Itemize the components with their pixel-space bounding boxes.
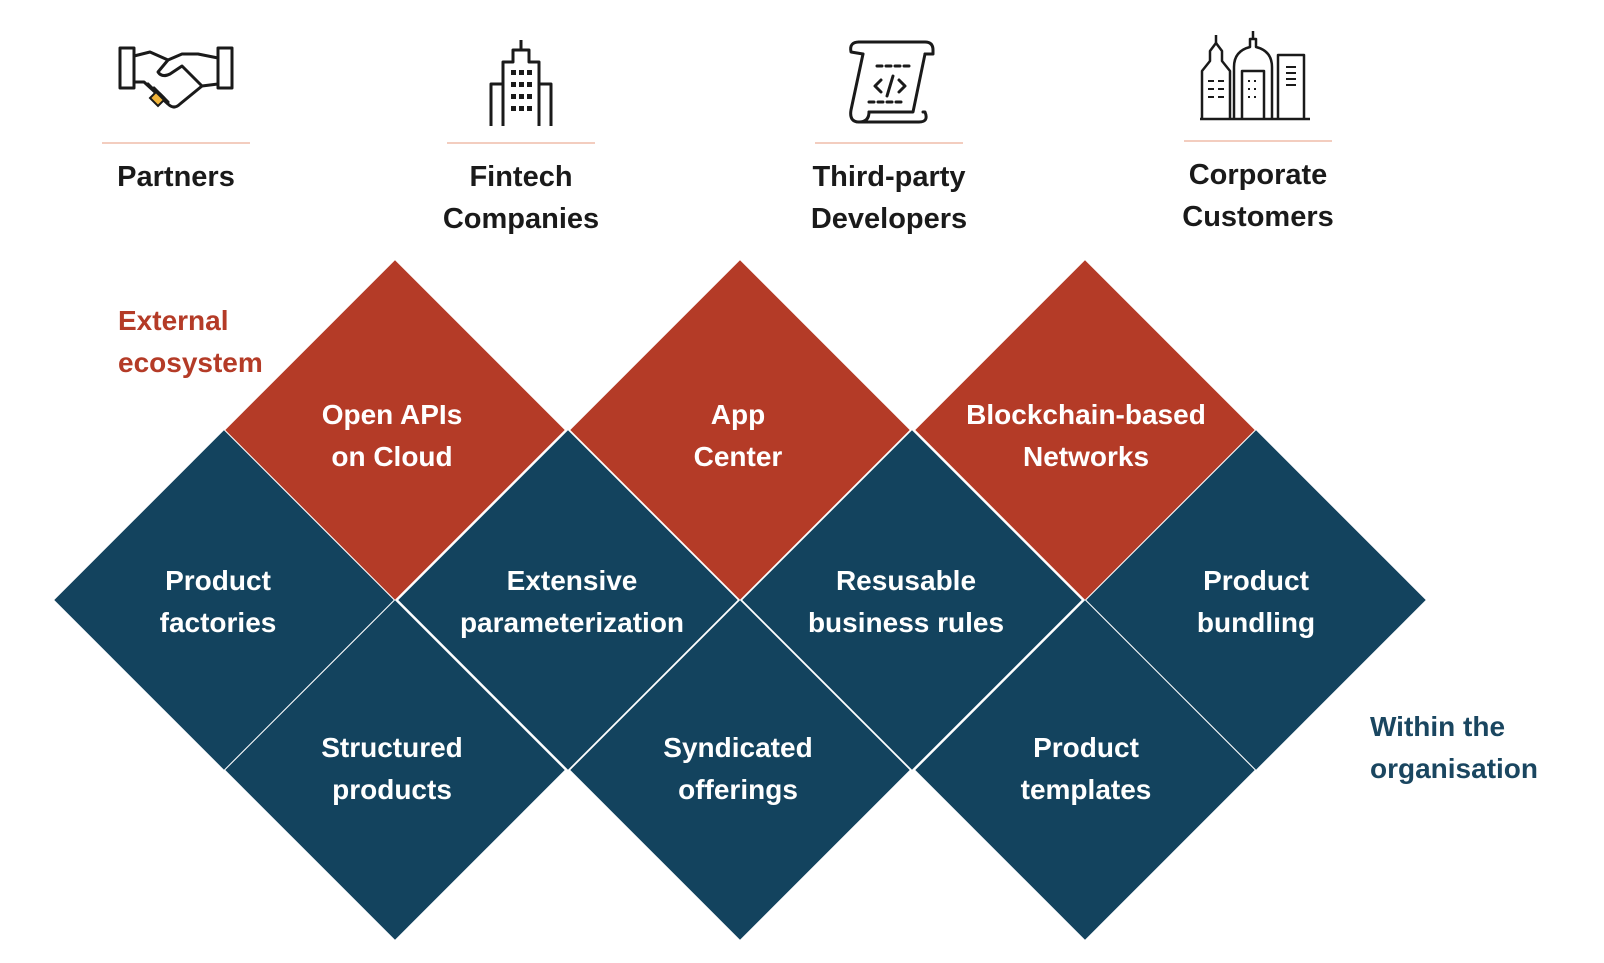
external-ecosystem-label: External ecosystem [118, 305, 263, 378]
stakeholder-divider [1184, 140, 1332, 142]
stakeholder-divider [815, 142, 963, 144]
within-organisation-label: Within the organisation [1370, 711, 1539, 784]
tile-structured-products: Structured products [321, 732, 463, 805]
tile-product-factories: Product factories [159, 565, 277, 638]
tile-blockchain-networks: Blockchain-based Networks [966, 399, 1206, 472]
stakeholder-corporate: Corporate Customers [1138, 31, 1378, 238]
stakeholder-partners: Partners [56, 38, 296, 198]
stakeholder-fintech: Fintech Companies [401, 38, 641, 240]
tile-product-templates: Product templates [1020, 732, 1152, 805]
tile-open-apis: Open APIs on Cloud [321, 399, 463, 472]
stakeholder-divider [102, 142, 250, 144]
tile-syndicated-offerings: Syndicated offerings [663, 732, 813, 805]
handshake-icon [118, 46, 234, 109]
stakeholder-label: Third-party Developers [810, 161, 968, 235]
city-skyline-icon [1200, 31, 1310, 121]
tile-extensive-parameterization: Extensive parameterization [459, 565, 685, 638]
stakeholder-label: Corporate Customers [1182, 159, 1334, 233]
stakeholder-label: Partners [117, 161, 235, 193]
office-building-icon [489, 40, 553, 126]
stakeholder-label: Fintech Companies [442, 161, 600, 235]
stakeholder-developers: Third-party Developers [769, 38, 1009, 240]
stakeholder-divider [447, 142, 595, 144]
tile-product-bundling: Product bundling [1196, 565, 1316, 638]
tile-app-center: App Center [693, 399, 783, 472]
code-scroll-icon [849, 40, 935, 124]
tile-reusable-business-rules: Resusable business rules [807, 565, 1005, 638]
